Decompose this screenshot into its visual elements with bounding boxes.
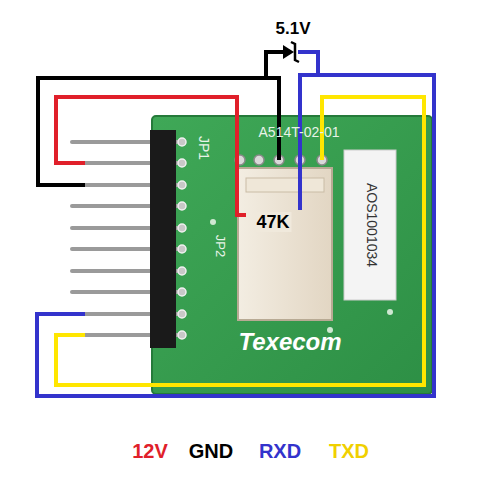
via [210,219,216,225]
rxd-wire [37,52,434,396]
voltage-label: 5.1V [276,20,311,37]
label-sticker [344,150,396,300]
signal-name: GND [189,441,233,461]
header-strip [150,130,176,348]
serial-number: AOS1001034 [365,183,379,267]
connector-latch [246,178,324,192]
gnd-wire [266,52,284,78]
brand-logo: Texecom [238,330,341,354]
signal-name: TXD [329,441,369,461]
board-part-number: A514T-02-01 [259,125,340,139]
wires [37,52,434,396]
signal-name: 12V [132,441,168,461]
12v-wire [56,97,246,215]
zener-diode [283,42,299,62]
resistor-value: 47K [254,212,291,232]
via [387,309,393,315]
signal-name: RXD [259,441,301,461]
connector-housing [238,168,332,320]
gnd-wire [38,78,279,185]
pcb-board [152,116,432,394]
jumper-label: JP1 [197,136,211,160]
rxd-wire [300,75,318,210]
txd-wire [56,97,424,385]
jumper-label: JP2 [214,235,227,257]
header-pads [178,138,186,339]
